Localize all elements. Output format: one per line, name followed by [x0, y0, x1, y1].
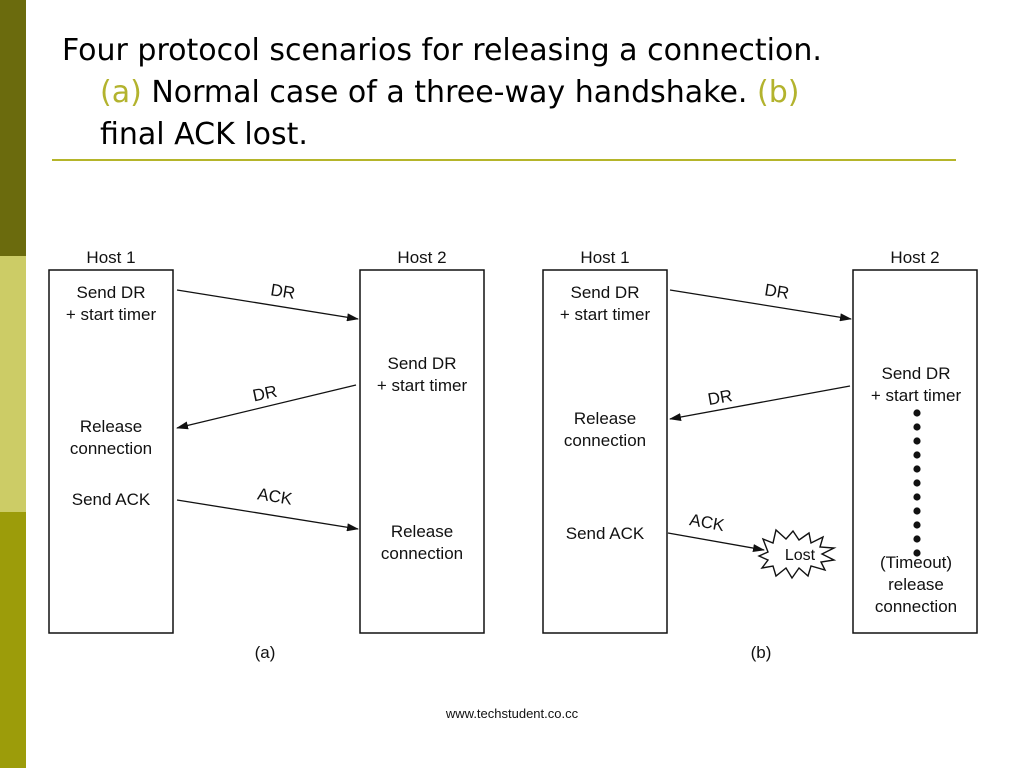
b-h1-step1-line1: Send DR [571, 283, 640, 302]
b-h1-step1-line2: + start timer [560, 305, 651, 324]
text-a: Normal case of a three-way handshake. [141, 75, 758, 110]
b-caption: (b) [751, 643, 772, 662]
b-arrow-ack [667, 532, 765, 553]
a-msg-dr-2: DR [251, 382, 279, 406]
sidebar-stripe-top [0, 0, 26, 256]
b-msg-dr-1: DR [763, 280, 790, 303]
a-msg-ack: ACK [256, 484, 294, 508]
slide-title: Four protocol scenarios for releasing a … [62, 30, 962, 156]
a-h1-step1-line1: Send DR [77, 283, 146, 302]
diagram-a: Host 1 Host 2 Send DR + start timer Send… [48, 248, 485, 662]
label-a: (a) [100, 75, 142, 110]
a-h1-step2-line2: connection [70, 439, 152, 458]
a-h2-step1-line2: + start timer [377, 376, 468, 395]
sidebar-stripe-bottom [0, 512, 26, 768]
a-caption: (a) [255, 643, 276, 662]
b-host2-label: Host 2 [890, 248, 939, 267]
footer-url: www.techstudent.co.cc [445, 706, 579, 721]
b-h2-step2-line3: connection [875, 597, 957, 616]
b-host1-label: Host 1 [580, 248, 629, 267]
a-host2-box [359, 269, 485, 634]
a-host1-label: Host 1 [86, 248, 135, 267]
b-arrow-dr-1 [669, 289, 852, 322]
b-host2-box [852, 269, 978, 634]
a-h2-step2-line2: connection [381, 544, 463, 563]
b-h2-step2-line1: (Timeout) [880, 553, 952, 572]
a-h2-step1-line1: Send DR [388, 354, 457, 373]
b-h1-step2-line1: Release [574, 409, 636, 428]
a-arrow-dr-1 [176, 289, 359, 322]
title-line-1: Four protocol scenarios for releasing a … [62, 33, 822, 68]
a-host2-label: Host 2 [397, 248, 446, 267]
b-h2-step1-line1: Send DR [882, 364, 951, 383]
a-h1-step2-line1: Release [80, 417, 142, 436]
label-b: (b) [757, 75, 800, 110]
title-line-2: (a) Normal case of a three-way handshake… [62, 72, 962, 114]
b-h1-step3: Send ACK [566, 524, 645, 543]
b-timeout-dots [913, 409, 921, 557]
sidebar-stripe-middle [0, 256, 26, 512]
b-h2-step1-line2: + start timer [871, 386, 962, 405]
a-h2-step2-line1: Release [391, 522, 453, 541]
title-divider [52, 159, 956, 161]
b-h1-step2-line2: connection [564, 431, 646, 450]
b-lost-label: Lost [785, 547, 816, 564]
a-arrow-ack [176, 499, 359, 532]
b-host1-box [542, 269, 668, 634]
b-h2-step2-line2: release [888, 575, 944, 594]
a-msg-dr-1: DR [269, 280, 296, 303]
title-line-3: final ACK lost. [100, 117, 308, 152]
diagram-b: Host 1 Host 2 Send DR + start timer Send… [542, 248, 978, 662]
a-h1-step3: Send ACK [72, 490, 151, 509]
a-h1-step1-line2: + start timer [66, 305, 157, 324]
a-arrow-dr-2 [176, 384, 357, 430]
b-lost-burst [757, 528, 837, 580]
a-host1-box [48, 269, 174, 634]
b-msg-dr-2: DR [706, 386, 733, 409]
b-arrow-dr-2 [669, 385, 851, 421]
b-msg-ack: ACK [688, 510, 726, 535]
